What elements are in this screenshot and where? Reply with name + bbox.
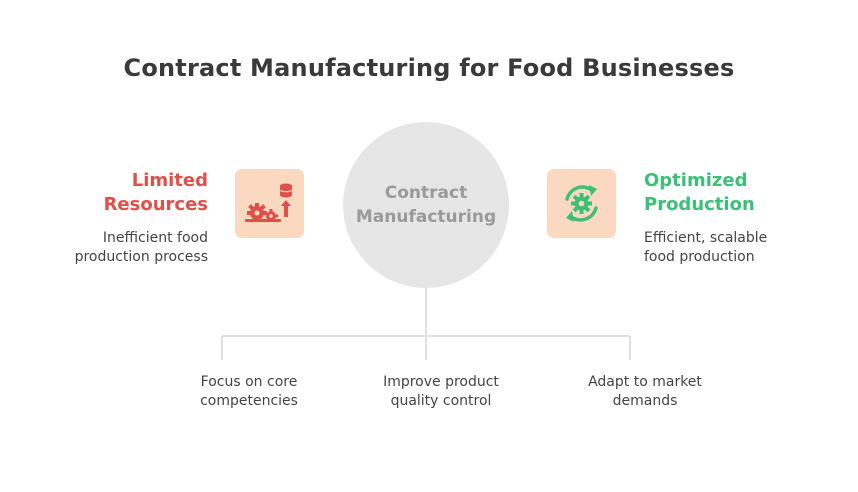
center-label-line1: Contract [384,183,468,203]
left-desc-line1: Inefficient food [102,230,208,246]
limited-resources-title: Limited Resources [104,169,208,217]
cycle-gear-icon [565,185,598,222]
right-title-line2: Production [644,194,755,215]
right-desc-line2: food production [644,249,755,265]
limited-resources-icon-box [235,169,304,238]
optimized-production-title: Optimized Production [644,169,755,217]
left-title-line2: Resources [103,194,208,215]
benefit-quality-control: Improve product quality control [351,373,531,411]
benefit-line: Improve product [383,374,499,390]
optimized-production-description: Efficient, scalable food production [644,229,767,267]
right-desc-line1: Efficient, scalable [644,230,768,246]
gears-upload-icon [245,183,293,222]
right-title-line1: Optimized [644,170,748,191]
left-title-line1: Limited [131,170,208,191]
benefit-line: Adapt to market [588,374,702,390]
left-desc-line2: production process [74,249,208,265]
benefit-line: quality control [390,393,492,409]
benefit-line: Focus on core [200,374,298,390]
center-label-line2: Manufacturing [355,207,497,227]
diagram-title: Contract Manufacturing for Food Business… [123,54,735,82]
limited-resources-description: Inefficient food production process [75,229,208,267]
center-label: Contract Manufacturing [343,181,509,229]
benefit-market-demands: Adapt to market demands [555,373,735,411]
benefit-line: demands [612,393,678,409]
benefit-focus-core: Focus on core competencies [159,373,339,411]
benefit-line: competencies [200,393,298,409]
optimized-production-icon-box [547,169,616,238]
center-circle [343,122,509,288]
